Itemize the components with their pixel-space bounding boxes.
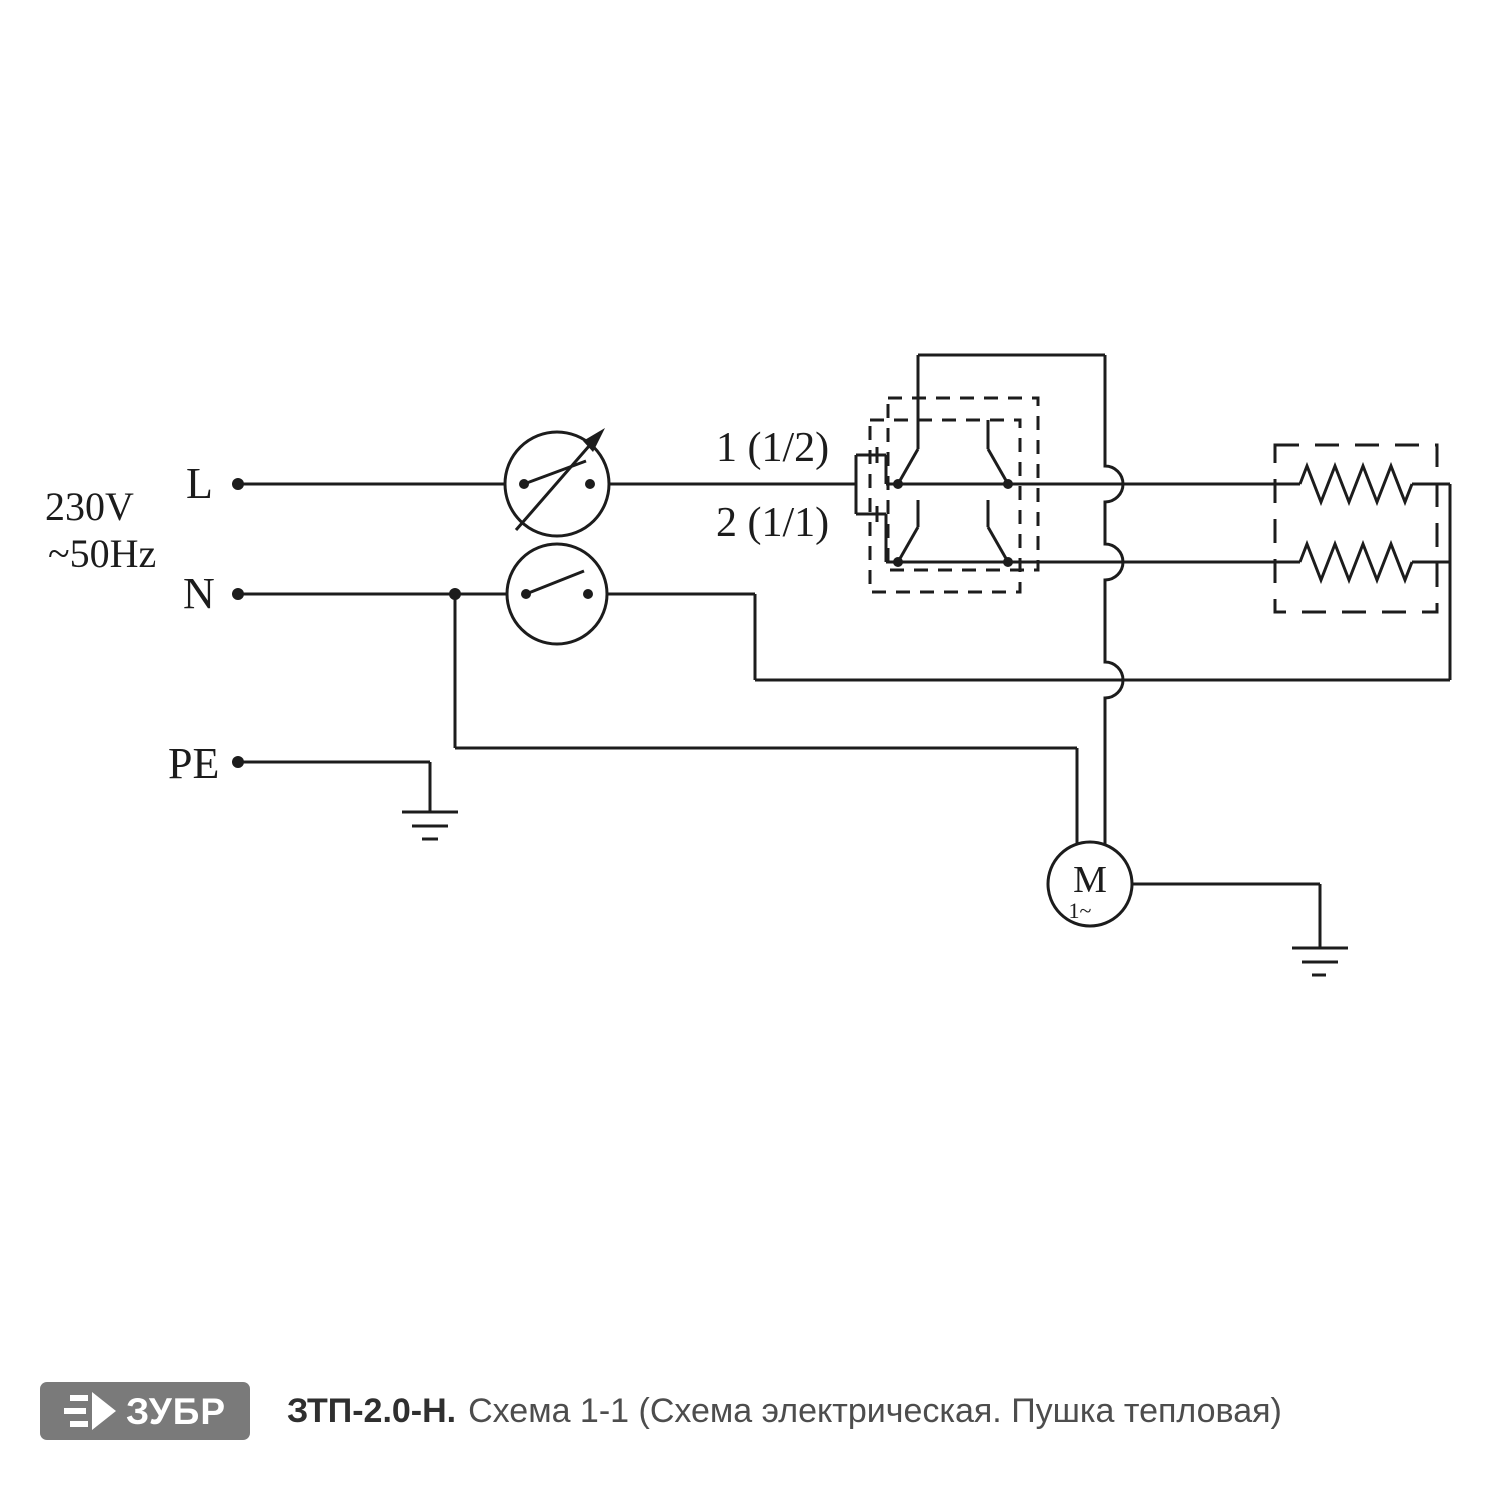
footer-bar: ЗУБР ЗТП-2.0-Н. Схема 1-1 (Схема электрич… (40, 1382, 1282, 1440)
frequency-label: ~50Hz (48, 531, 156, 576)
arrowhead (583, 428, 605, 452)
voltage-label: 230V (45, 484, 134, 529)
brand-logo-badge: ЗУБР (40, 1382, 250, 1440)
ground-symbol-right (1292, 946, 1348, 977)
brand-name: ЗУБР (125, 1390, 227, 1432)
caption-text: Схема 1-1 (Схема электрическая. Пушка те… (468, 1391, 1282, 1430)
motor-symbol (1046, 840, 1134, 928)
motor-phase-label: 1~ (1069, 898, 1092, 923)
motor-label: M (1073, 859, 1107, 901)
heater-resistor-2 (1298, 539, 1414, 585)
mode-switch-block (868, 396, 1040, 594)
heating-elements (1273, 443, 1439, 614)
brand-arrow-icon (63, 1392, 116, 1430)
motor-feed-line (1103, 355, 1125, 845)
earth-label: PE (168, 739, 219, 788)
supply-terminals (232, 478, 461, 768)
heater-resistor-1 (1298, 461, 1414, 507)
switch-position-1-label: 1 (1/2) (716, 425, 829, 471)
thermal-cutout-symbol (505, 542, 609, 646)
wiring (238, 353, 1452, 948)
model-number: ЗТП-2.0-Н. (287, 1391, 457, 1430)
neutral-label: N (183, 569, 215, 618)
adjustment-arrow (514, 437, 598, 531)
ground-symbol-left (402, 810, 458, 841)
thermostat-symbol (503, 428, 611, 538)
diagram-caption: ЗТП-2.0-Н. Схема 1-1 (Схема электрическая… (287, 1392, 1282, 1431)
switch-position-2-label: 2 (1/1) (716, 500, 829, 546)
line-label: L (186, 459, 213, 508)
